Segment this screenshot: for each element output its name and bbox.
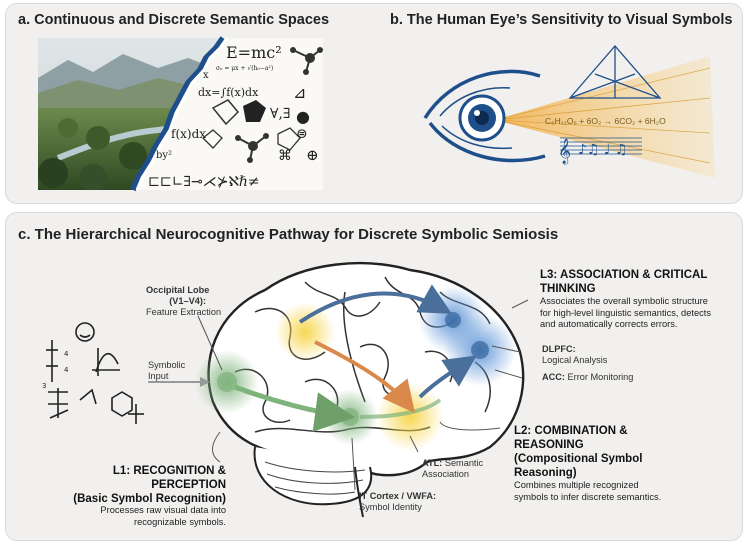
svg-text:4: 4 <box>64 366 69 374</box>
it-name: IT Cortex / VWFA: <box>359 491 437 501</box>
l2-title: L2: COMBINATION & REASONING (Composition… <box>514 424 642 480</box>
acc-label: ACC: Error Monitoring <box>542 372 633 383</box>
l2-desc-line1: Combines multiple recognized <box>514 480 639 490</box>
l3-title-line2: THINKING <box>540 283 596 295</box>
formula-integral: dx=∫f(x)dx <box>198 86 259 99</box>
eye-illustration: C₆H₁₂O₆ + 6O₂ → 6CO₂ + 6H₂O 𝄞 ♪♫ ♩ ♫ <box>423 45 715 178</box>
svg-text:⌘: ⌘ <box>278 148 292 164</box>
l3-description: Associates the overall symbolic structur… <box>540 296 711 331</box>
occipital-sub: (V1–V4): <box>169 296 206 306</box>
l2-description: Combines multiple recognized symbols to … <box>514 480 661 503</box>
l1-desc-line1: Processes raw visual data into <box>100 505 226 515</box>
svg-text:⊿: ⊿ <box>293 83 306 102</box>
formula-emc2: E=mc² <box>226 43 282 62</box>
brain-illustration <box>195 262 525 518</box>
semantic-spaces-illustration: E=mc² σₑ = μx + √(h₀−a²) dx=∫f(x)dx x ∀,… <box>38 36 323 192</box>
svg-text:x: x <box>203 70 209 81</box>
atl-desc2: Association <box>422 469 469 479</box>
symbolic-input-line1: Symbolic <box>148 360 186 370</box>
l1-desc-line2: recognizable symbols. <box>134 516 226 527</box>
svg-text:σₑ = μx + √(h₀−a²): σₑ = μx + √(h₀−a²) <box>216 65 273 72</box>
svg-text:♪♫ ♩ ♫: ♪♫ ♩ ♫ <box>578 142 628 158</box>
formula-forall: ∀,∃ <box>270 106 291 122</box>
formula-fx: f(x)dx <box>171 127 206 141</box>
l3-desc-line1: Associates the overall symbolic structur… <box>540 296 708 306</box>
svg-text:⊕: ⊕ <box>306 146 319 164</box>
symbol-row: ⊏⊏∟∃⊸⋌⊁ℵℏ≠ <box>148 174 260 190</box>
l1-title-line3: (Basic Symbol Recognition) <box>73 493 226 505</box>
l1-title-line2: PERCEPTION <box>151 479 226 491</box>
l3-title-line1: L3: ASSOCIATION & CRITICAL <box>540 269 708 281</box>
l1-title-line1: L1: RECOGNITION & <box>112 465 226 477</box>
l1-description: Processes raw visual data into recogniza… <box>60 505 226 528</box>
dlpfc-name: DLPFC: <box>542 344 576 354</box>
chemical-equation: C₆H₁₂O₆ + 6O₂ → 6CO₂ + 6H₂O <box>545 116 666 126</box>
acc-name: ACC: <box>542 372 565 382</box>
l3-title: L3: ASSOCIATION & CRITICAL THINKING <box>540 268 707 296</box>
l2-title-line3: (Compositional Symbol <box>514 453 643 465</box>
l1-title: L1: RECOGNITION & PERCEPTION (Basic Symb… <box>60 464 226 506</box>
svg-text:3: 3 <box>42 382 46 390</box>
svg-text:⊜: ⊜ <box>296 126 308 142</box>
symbolic-input-line2: Input <box>148 371 169 381</box>
panel-b-title: b. The Human Eye’s Sensitivity to Visual… <box>390 12 733 28</box>
panel-c-title: c. The Hierarchical Neurocognitive Pathw… <box>18 226 559 243</box>
atl-name: ATL: <box>422 458 443 468</box>
symbolic-input-label: Symbolic Input <box>148 360 185 382</box>
occipital-name: Occipital Lobe <box>146 285 210 295</box>
panel-a-title: a. Continuous and Discrete Semantic Spac… <box>18 12 330 28</box>
l3-desc-line2: for high-level linguistic semantics, det… <box>540 307 712 318</box>
dlpfc-desc: Logical Analysis <box>542 355 608 365</box>
it-cortex-label: IT Cortex / VWFA: Symbol Identity <box>359 491 436 513</box>
l3-desc-line3: and automatically corrects errors. <box>540 319 678 329</box>
input-symbols-illustration: 4 4 3 <box>42 322 144 424</box>
it-desc: Symbol Identity <box>359 502 422 512</box>
occipital-label: Occipital Lobe (V1–V4): Feature Extracti… <box>146 285 222 318</box>
dlpfc-label: DLPFC: Logical Analysis <box>542 344 607 366</box>
atl-desc1: Semantic <box>444 458 484 468</box>
l2-desc-line2: symbols to infer discrete semantics. <box>514 491 662 502</box>
l2-title-line2: REASONING <box>514 439 584 451</box>
svg-text:4: 4 <box>64 350 69 358</box>
occipital-desc: Feature Extraction <box>146 307 222 317</box>
l2-title-line4: Reasoning) <box>514 467 577 479</box>
atl-label: ATL: Semantic Association <box>422 458 483 480</box>
svg-text:●: ● <box>296 107 310 126</box>
l2-title-line1: L2: COMBINATION & <box>514 425 628 437</box>
svg-text:𝄞: 𝄞 <box>558 138 571 164</box>
acc-desc: Error Monitoring <box>567 372 634 382</box>
svg-text:by²: by² <box>156 150 172 161</box>
